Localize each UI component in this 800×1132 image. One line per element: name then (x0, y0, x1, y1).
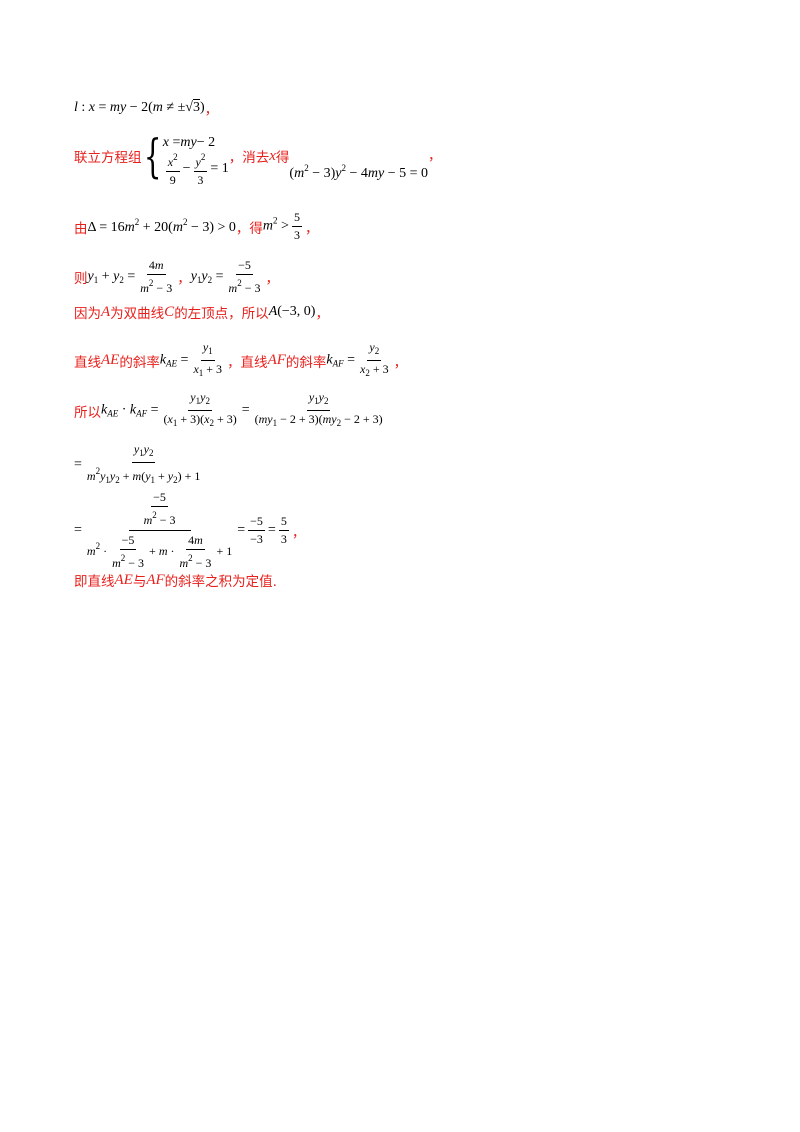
math-line-equation: l : x = my − 2(m ≠ ±√3) (74, 100, 205, 115)
line-4-end: ， (265, 271, 280, 287)
line-2-suffix: 得 (275, 150, 290, 166)
line-5-end: ， (315, 306, 329, 322)
line-5-p2: 为双曲线 (110, 306, 165, 322)
line-10-p1: 即直线 (74, 574, 115, 590)
math-point-a: A(−3, 0) (268, 304, 316, 319)
line-2-var: x (269, 147, 276, 164)
line-2-prefix: 联立方程组 (74, 150, 142, 166)
line-6-mid: ，直线 (227, 354, 268, 371)
line-10-v2: AF (146, 571, 165, 588)
line-5-p3: 的左顶点，所以 (174, 306, 269, 322)
line-5: 因为 A 为双曲线 C 的左顶点，所以 A(−3, 0) ， (74, 302, 329, 323)
line-9-end: ， (291, 524, 306, 541)
line-4-mid: ， (177, 271, 191, 287)
line-10-p3: 的斜率之积为定值. (164, 574, 277, 590)
line-6-p3: 的斜率 (285, 354, 327, 371)
line-6-v1: AE (101, 352, 120, 368)
line-4-prefix: 则 (74, 271, 88, 287)
line-2-end: ， (428, 148, 442, 164)
system-brace: { (143, 129, 161, 183)
line-10-v1: AE (114, 571, 133, 588)
math-discriminant: Δ = 16m2 + 20(m2 − 3) > 0 (87, 217, 236, 235)
line-1-comma: ， (204, 102, 219, 118)
line-6-p2: 的斜率 (119, 354, 160, 371)
line-3-prefix: 由 (74, 220, 88, 237)
line-5-p1: 因为 (74, 306, 101, 322)
line-6-end: ， (393, 354, 408, 371)
line-6-v2: AF (267, 352, 286, 368)
line-5-v1: A (101, 303, 111, 320)
line-10-p2: 与 (132, 574, 147, 590)
line-6-p1: 直线 (74, 354, 101, 371)
line-7: 所以 kAE · kAF =y1y2(x1 + 3)(x2 + 3)=y1y2(… (74, 390, 388, 431)
line-5-v2: C (164, 303, 175, 320)
line-7-prefix: 所以 (74, 404, 101, 421)
math-product-step1: kAE · kAF =y1y2(x1 + 3)(x2 + 3)=y1y2(my1… (101, 390, 383, 428)
line-2-mid: ，消去 (228, 150, 270, 166)
line-10: 即直线 AE 与 AF 的斜率之积为定值. (74, 570, 277, 591)
line-3-mid: ，得 (235, 220, 263, 237)
line-1: l : x = my − 2(m ≠ ±√3) ， (74, 98, 218, 118)
line-3-end: ， (304, 220, 319, 237)
math-quadratic: (m2 − 3)y2 − 4my − 5 = 0 (289, 162, 429, 181)
